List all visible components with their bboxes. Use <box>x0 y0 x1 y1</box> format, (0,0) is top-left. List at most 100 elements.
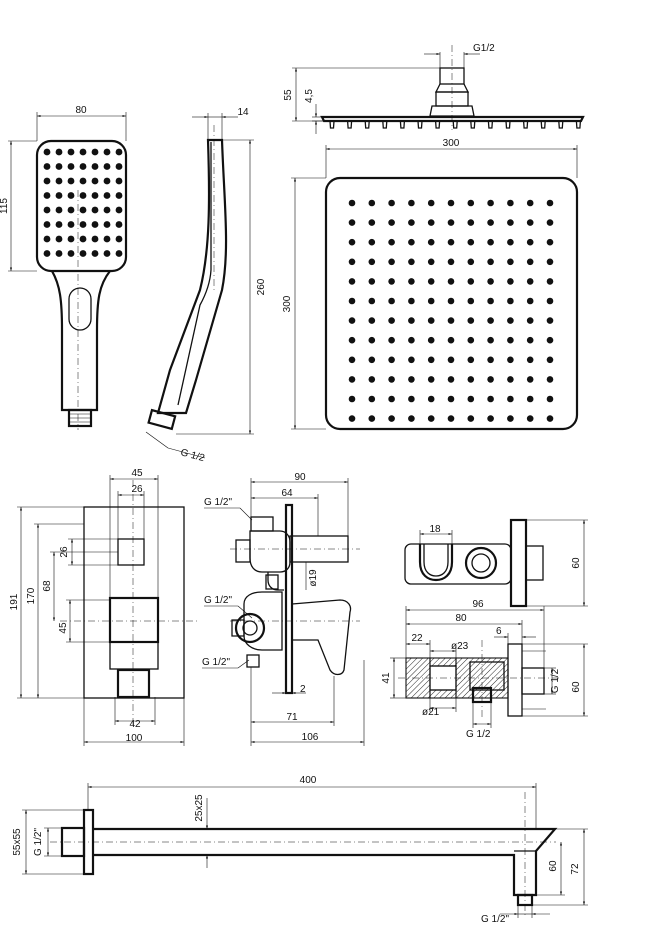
nozzle-dot <box>348 238 356 246</box>
nozzle-dot <box>408 199 415 207</box>
nozzle-dot <box>55 163 63 170</box>
nozzle-dot <box>388 278 395 285</box>
dim-label: 260 <box>256 278 267 295</box>
nozzle-dot <box>368 297 376 305</box>
nozzle-dot <box>115 148 123 156</box>
dim-holder-bore-inner: ø21 <box>422 698 457 718</box>
dim-mixer-thread-top: G 1/2" <box>204 497 253 521</box>
nozzle-dot <box>388 395 395 403</box>
nozzle-dot <box>79 163 87 170</box>
nozzle-dot <box>67 177 75 185</box>
nozzle-dot <box>388 317 395 324</box>
nozzle-dot <box>67 235 75 243</box>
dim-label: 45 <box>58 622 69 634</box>
nozzle-profile <box>505 120 511 129</box>
nozzle-dot <box>447 258 455 266</box>
nozzle-profile <box>382 120 388 129</box>
nozzle-dot <box>447 238 455 246</box>
nozzle-dot <box>507 278 514 285</box>
dim-label: 96 <box>472 599 484 610</box>
nozzle-dot <box>408 317 415 324</box>
dim-holder-plate: 6 <box>494 626 536 644</box>
spray-nozzles <box>43 148 123 257</box>
nozzle-dot <box>43 250 51 257</box>
nozzle-dot <box>447 415 455 422</box>
nozzle-dot <box>388 238 395 246</box>
dim-label: 18 <box>429 524 441 535</box>
nozzle-dot <box>427 395 435 403</box>
nozzle-dot <box>526 297 534 305</box>
dim-label: G 1/2" <box>481 914 509 925</box>
nozzle-dot <box>546 317 554 324</box>
dim-label: G 1/2 <box>179 447 206 464</box>
nozzle-dot <box>348 317 356 324</box>
nozzle-dot <box>55 221 63 228</box>
nozzle-dot <box>546 238 554 246</box>
dim-label: 80 <box>75 105 87 116</box>
dim-label: 80 <box>455 613 467 624</box>
nozzle-dot <box>487 376 494 383</box>
nozzle-dot <box>427 317 435 324</box>
dim-label: 64 <box>281 488 293 499</box>
nozzle-dot <box>91 148 99 156</box>
nozzle-dot <box>368 415 376 422</box>
nozzle-dot <box>368 219 376 226</box>
nozzle-dot <box>546 356 554 364</box>
nozzle-dot <box>348 278 356 285</box>
dim-mixer-plate: 2 <box>272 684 306 695</box>
dim-rain-width: 300 <box>325 138 578 178</box>
nozzle-dot <box>427 415 435 422</box>
nozzle-dot <box>388 376 395 383</box>
nozzle-dot <box>507 356 514 364</box>
nozzle-dot <box>408 278 415 285</box>
nozzle-dot <box>55 235 63 243</box>
nozzle-dot <box>427 297 435 305</box>
nozzle-dot <box>507 415 514 422</box>
dim-label: 170 <box>26 587 37 604</box>
nozzle-dot <box>348 376 356 383</box>
dim-label: 14 <box>237 107 249 118</box>
nozzle-dot <box>526 415 534 422</box>
dim-label: G 1/2 <box>466 729 491 740</box>
nozzle-profile <box>346 120 353 129</box>
dim-rain-thread: G1/2 <box>424 43 495 68</box>
nozzle-dot <box>43 192 51 199</box>
nozzle-dot <box>67 192 75 199</box>
nozzle-dot <box>43 148 51 156</box>
dim-label: 55x55 <box>12 828 23 856</box>
dim-holder-side-height: 41 <box>381 657 406 699</box>
nozzle-dot <box>408 219 415 226</box>
nozzle-dot <box>103 192 111 199</box>
nozzle-profile <box>364 120 370 129</box>
nozzle-dot <box>427 356 435 364</box>
nozzle-dot <box>546 278 554 285</box>
nozzle-dot <box>348 336 356 344</box>
dim-label: 72 <box>570 863 581 875</box>
nozzle-dot <box>103 221 111 228</box>
dim-holder-height: 60 <box>526 519 588 607</box>
dim-label: 60 <box>571 557 582 569</box>
nozzle-dot <box>526 278 534 285</box>
rain-shower-side-view <box>320 45 585 130</box>
dim-arm-thread-end: G 1/2" <box>481 905 550 925</box>
nozzle-dot <box>79 235 87 243</box>
nozzle-dot <box>427 278 435 285</box>
dim-mixer-depth: 64 <box>251 488 319 536</box>
nozzle-dot <box>43 163 51 170</box>
nozzle-dot <box>115 221 123 228</box>
dim-label: 42 <box>129 719 141 730</box>
nozzle-dot <box>408 395 415 403</box>
nozzle-dot <box>546 199 554 207</box>
nozzle-dot <box>43 177 51 185</box>
dim-arm-section: 25x25 <box>194 794 209 868</box>
nozzle-dot <box>79 148 87 156</box>
dim-arm-flange: 55x55 <box>12 809 84 875</box>
dim-hand-thickness: 14 <box>192 107 249 140</box>
dim-holder-thread-right: G 1/2 <box>544 667 561 695</box>
nozzle-dot <box>507 199 514 207</box>
dim-label: 25x25 <box>194 794 205 822</box>
nozzle-dot <box>487 238 494 246</box>
nozzle-dot <box>91 192 99 199</box>
dim-label: G1/2 <box>473 43 495 54</box>
nozzle-dot <box>526 238 534 246</box>
